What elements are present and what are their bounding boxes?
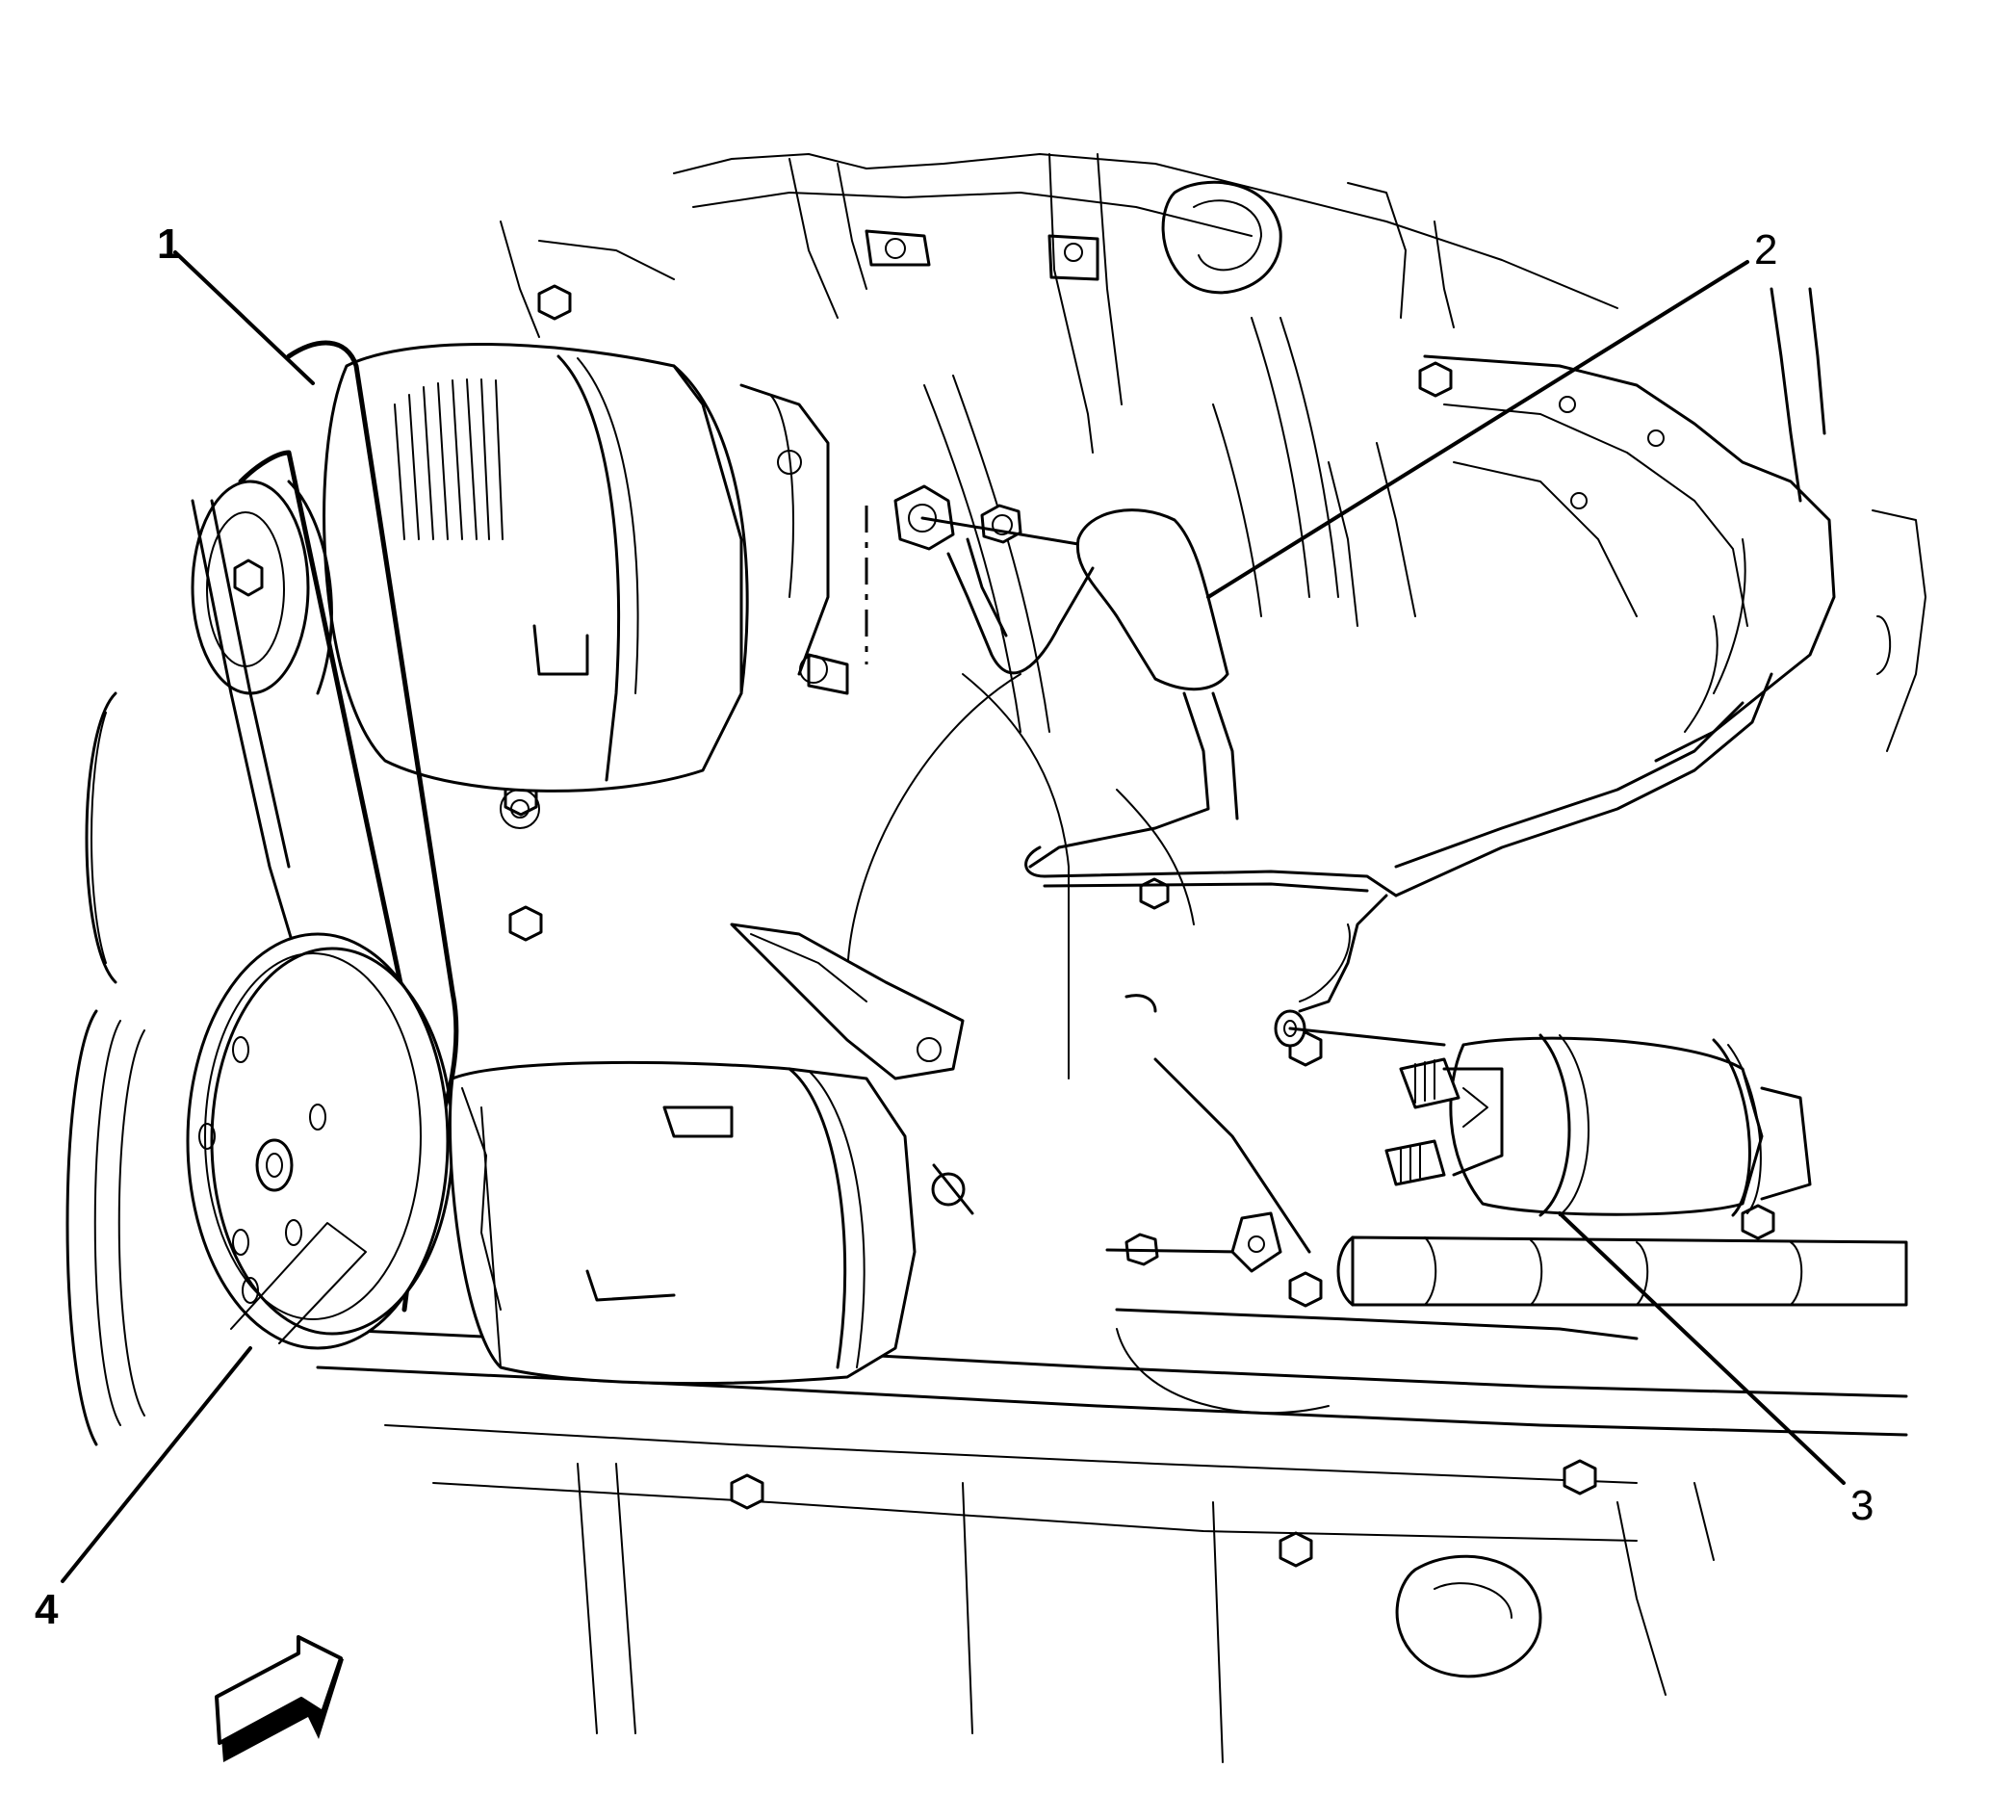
callout-3: 3 <box>1850 1482 1874 1529</box>
starter-motor <box>448 923 974 1386</box>
starter-lower-housing <box>1115 1235 1908 1415</box>
starter-solenoid <box>1384 1033 1812 1217</box>
leader-3 <box>1558 1211 1846 1485</box>
callout-4: 4 <box>35 1586 59 1633</box>
leader-4 <box>61 1346 252 1583</box>
battery-cable-harness <box>865 484 1773 1048</box>
engine-block-background <box>65 153 1926 1763</box>
ac-compressor-pulley <box>186 932 454 1350</box>
callout-2: 2 <box>1754 226 1778 273</box>
generator <box>323 343 849 829</box>
callout-leaders <box>61 250 1846 1583</box>
leader-1 <box>173 250 315 385</box>
starter-terminal-nut <box>1105 1057 1311 1273</box>
leader-2 <box>1206 260 1749 599</box>
front-direction-arrow-icon <box>215 1635 344 1762</box>
callout-1: 1 <box>157 221 181 268</box>
